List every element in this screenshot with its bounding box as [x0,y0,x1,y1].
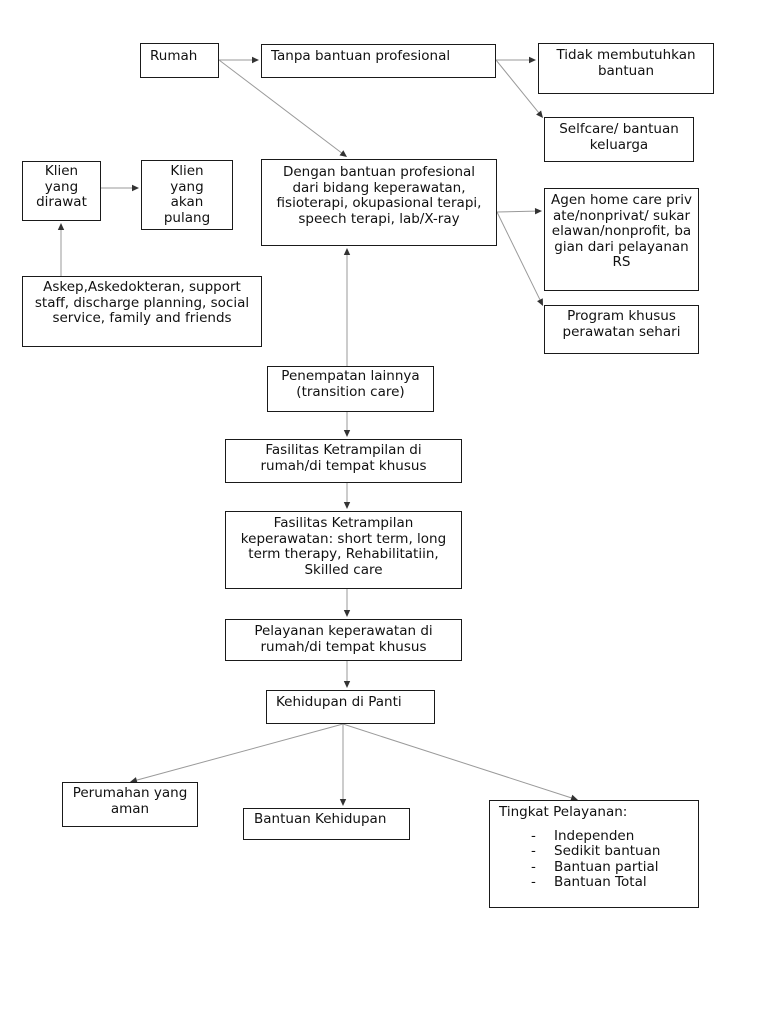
tingkat-pelayanan-item: Bantuan partial [531,859,694,876]
node-penempatan: Penempatan lainnya (transition care) [267,366,434,412]
node-klien-pulang: Klien yang akan pulang [141,160,233,230]
arrow-penempatan-to-fasilitas-rumah-head [343,430,351,437]
arrow-klien-dirawat-to-klien-pulang-head [132,184,139,192]
arrow-panti-to-bantuan-kehidupan-head [339,799,347,806]
arrow-keperawatan-to-pelayanan [343,589,351,617]
arrow-tanpa-to-selfcare-line [495,59,539,113]
tingkat-pelayanan-list: Independen Sedikit bantuan Bantuan parti… [499,828,694,891]
arrow-pelayanan-to-kehidupan-panti-head [343,681,351,688]
arrow-rumah-to-tanpa-bantuan-head [252,56,259,64]
node-agen-home-care: Agen home care private/nonprivat/ sukare… [544,188,699,291]
node-pelayanan: Pelayanan keperawatan di rumah/di tempat… [225,619,462,661]
arrow-fasilitas-rumah-to-keperawatan [343,483,351,509]
arrow-dengan-to-agen-home-care [496,207,542,215]
arrow-dengan-to-agen-home-care-line [496,210,536,213]
arrow-panti-to-tingkat-pelayanan-line [342,723,572,799]
arrow-panti-to-tingkat-pelayanan [342,723,578,801]
arrow-penempatan-to-dengan-bantuan-head [343,248,351,255]
node-fasilitas-keperawatan: Fasilitas Ketrampilan keperawatan: short… [225,511,462,589]
arrow-panti-to-bantuan-kehidupan [339,724,347,806]
node-rumah: Rumah [140,43,219,78]
arrow-askep-to-klien-dirawat [57,223,65,276]
node-program-khusus: Program khusus perawatan sehari [544,305,699,354]
arrow-panti-to-tingkat-pelayanan-head [570,794,578,801]
arrow-penempatan-to-dengan-bantuan [343,248,351,366]
node-askep: Askep,Askedokteran, support staff, disch… [22,276,262,347]
arrow-panti-to-perumahan-line [136,723,344,781]
tingkat-pelayanan-item: Sedikit bantuan [531,843,694,860]
arrow-dengan-to-agen-home-care-head [534,207,542,215]
arrow-dengan-to-program-khusus-head [537,298,543,306]
node-selfcare: Selfcare/ bantuan keluarga [544,117,694,162]
arrow-dengan-to-program-khusus [496,211,543,306]
node-klien-dirawat: Klien yang dirawat [22,161,101,221]
arrow-tanpa-to-tidak-membutuhkan-head [529,56,536,64]
arrow-fasilitas-rumah-to-keperawatan-head [343,502,351,509]
arrow-tanpa-to-tidak-membutuhkan [496,56,536,64]
arrow-pelayanan-to-kehidupan-panti [343,661,351,688]
arrow-tanpa-to-selfcare [495,59,543,118]
node-perumahan: Perumahan yang aman [62,782,198,827]
arrow-rumah-to-tanpa-bantuan [219,56,259,64]
arrow-keperawatan-to-pelayanan-head [343,610,351,617]
node-fasilitas-rumah: Fasilitas Ketrampilan di rumah/di tempat… [225,439,462,483]
node-tingkat-pelayanan: Tingkat Pelayanan: Independen Sedikit ba… [489,800,699,908]
node-dengan-bantuan: Dengan bantuan profesional dari bidang k… [261,159,497,246]
node-tidak-membutuhkan: Tidak membutuhkan bantuan [538,43,714,94]
node-tanpa-bantuan: Tanpa bantuan profesional [261,44,496,78]
node-bantuan-kehidupan: Bantuan Kehidupan [243,808,410,840]
arrow-panti-to-perumahan-head [130,777,138,784]
arrow-klien-dirawat-to-klien-pulang [101,184,139,192]
arrow-panti-to-perumahan [130,723,344,784]
arrow-dengan-to-program-khusus-line [496,211,541,300]
tingkat-pelayanan-title: Tingkat Pelayanan: [499,804,628,820]
arrow-askep-to-klien-dirawat-head [57,223,65,230]
arrow-tanpa-to-selfcare-head [536,110,543,118]
tingkat-pelayanan-item: Bantuan Total [531,874,694,891]
arrow-rumah-to-dengan-bantuan-head [339,150,347,157]
arrow-rumah-to-dengan-bantuan-line [218,59,342,154]
arrow-penempatan-to-fasilitas-rumah [343,412,351,437]
node-kehidupan-panti: Kehidupan di Panti [266,690,435,724]
tingkat-pelayanan-item: Independen [531,828,694,845]
arrow-rumah-to-dengan-bantuan [218,59,347,157]
